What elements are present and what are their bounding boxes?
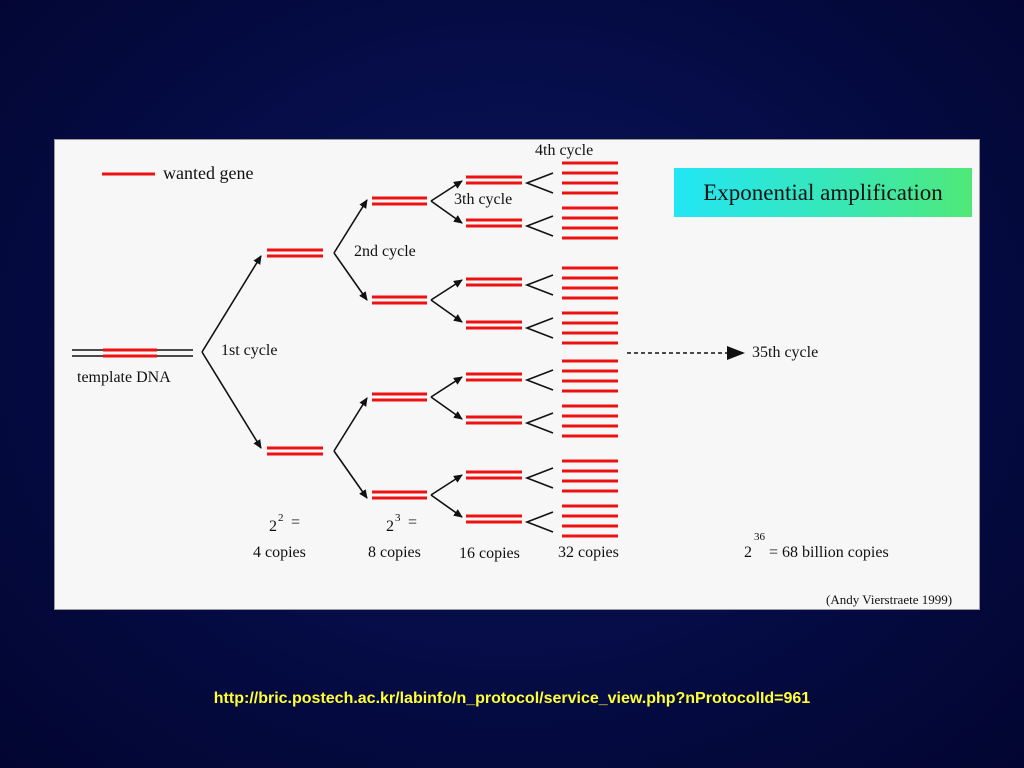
count-4-copies: 4 copies <box>253 544 306 561</box>
title-box: Exponential amplification <box>674 168 972 217</box>
cycle-3-arrow <box>430 376 463 398</box>
cycle-3-arrow <box>430 180 463 202</box>
count-2-eq: = <box>291 514 301 531</box>
legend-label: wanted gene <box>163 163 254 183</box>
count-36-base: 2 <box>744 544 752 561</box>
credit: (Andy Vierstraete 1999) <box>826 592 953 607</box>
count-3-exp: 3 <box>395 512 401 524</box>
cycle-2-arrow <box>333 199 368 254</box>
count-32-copies: 32 copies <box>558 544 619 561</box>
cycle-35-arrowhead <box>727 346 745 360</box>
diagram-title: Exponential amplification <box>703 179 943 205</box>
cycle-2-label: 2nd cycle <box>354 243 416 260</box>
cycle-1-arrow <box>201 255 262 353</box>
cycle-3-arrow <box>430 299 463 323</box>
cycle-4-chevron <box>524 412 554 434</box>
count-8-copies: 8 copies <box>368 544 421 561</box>
count-3-base: 2 <box>386 518 394 535</box>
cycle-4-label: 4th cycle <box>535 142 594 159</box>
template-dna-label: template DNA <box>77 369 171 386</box>
count-2-base: 2 <box>269 518 277 535</box>
cycle-4-chevron <box>524 317 554 339</box>
cycle-4-chevron <box>524 172 554 194</box>
cycle-3-arrow <box>430 396 463 420</box>
diagram-panel: wanted gene Exponential amplification te… <box>54 139 980 610</box>
source-url: http://bric.postech.ac.kr/labinfo/n_prot… <box>213 690 811 707</box>
cycle-35-label: 35th cycle <box>752 344 819 361</box>
cycle-4-chevron <box>524 467 554 489</box>
cycle-4-chevron <box>524 215 554 237</box>
cycle-3-label: 3th cycle <box>454 191 513 208</box>
cycle-1-label: 1st cycle <box>221 342 278 359</box>
count-16-copies: 16 copies <box>459 545 520 562</box>
cycle-2-arrow <box>333 252 368 301</box>
cycle-4-chevron <box>524 511 554 533</box>
cycle-2-arrow <box>333 397 368 452</box>
cycle-4-chevron <box>524 369 554 391</box>
cycle-4-chevron <box>524 274 554 296</box>
count-36-copies: = 68 billion copies <box>769 544 889 561</box>
cycle-3-arrow <box>430 494 463 518</box>
pcr-diagram <box>72 161 745 538</box>
count-3-eq: = <box>408 514 418 531</box>
count-36-exp: 36 <box>754 531 765 543</box>
cycle-3-arrow <box>430 279 463 301</box>
cycle-1-arrow <box>201 351 262 449</box>
cycle-2-arrow <box>333 450 368 499</box>
cycle-3-arrow <box>430 200 463 224</box>
count-2-exp: 2 <box>278 512 284 524</box>
cycle-3-arrow <box>430 474 463 496</box>
